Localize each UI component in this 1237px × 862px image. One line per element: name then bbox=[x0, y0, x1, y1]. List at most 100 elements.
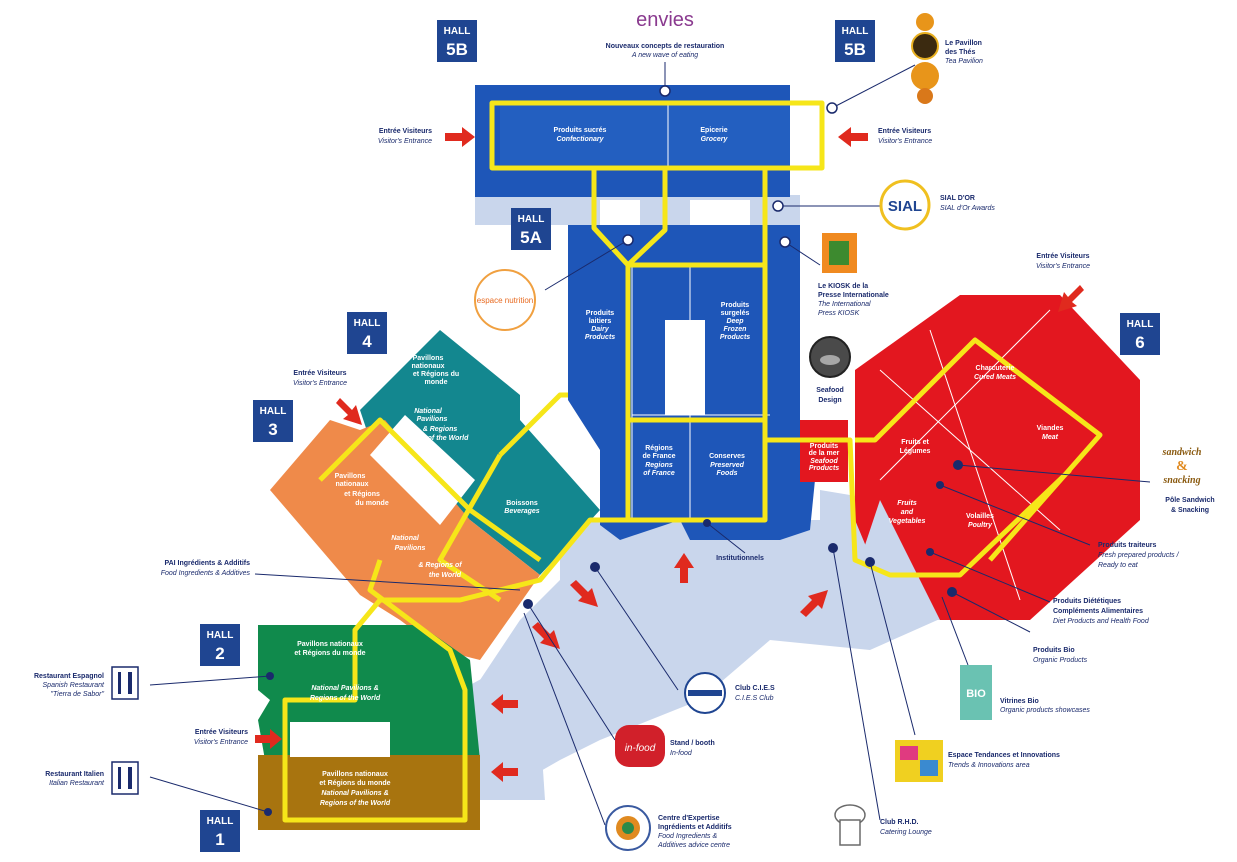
svg-text:Produits Diététiques: Produits Diététiques bbox=[1053, 598, 1121, 605]
zone-dairy-en2: Products bbox=[585, 334, 615, 341]
zone-dairy-fr2: laitiers bbox=[589, 318, 612, 325]
zone-h4-fr3: et Régions du bbox=[413, 371, 459, 378]
svg-text:Club R.H.D.: Club R.H.D. bbox=[880, 819, 919, 826]
zone-seafood-en1: Seafood bbox=[810, 458, 838, 465]
zone-regions-en1: Regions bbox=[645, 462, 673, 469]
zone-fruits-fr2: Légumes bbox=[900, 448, 931, 455]
svg-text:Stand / booth: Stand / booth bbox=[670, 740, 715, 747]
zone-fruits-fr1: Fruits et bbox=[901, 439, 929, 446]
zone-preserved-en1: Preserved bbox=[710, 462, 745, 469]
zone-h2-fr1: Pavillons nationaux bbox=[297, 641, 363, 648]
envies-concept-fr: Nouveaux concepts de restauration bbox=[606, 43, 725, 50]
zone-poultry-en: Poultry bbox=[968, 522, 993, 529]
zone-h4-en2: Pavilions bbox=[417, 416, 448, 423]
hall-5b-right-badge: HALL 5B bbox=[835, 20, 875, 62]
hall-5a-badge: HALL 5A bbox=[511, 208, 551, 250]
zone-fruits-en2: and bbox=[901, 509, 914, 516]
svg-text:Produits traiteurs: Produits traiteurs bbox=[1098, 542, 1156, 549]
svg-text:Compléments Alimentaires: Compléments Alimentaires bbox=[1053, 608, 1143, 615]
hall-2-badge: HALL 2 bbox=[200, 624, 240, 666]
zone-h1-fr2: et Régions du monde bbox=[319, 780, 390, 787]
svg-text:snacking: snacking bbox=[1162, 475, 1200, 486]
svg-text:Ready to eat: Ready to eat bbox=[1098, 562, 1139, 569]
hall-6-badge: HALL 6 bbox=[1120, 313, 1160, 355]
hall-badges: HALL 5B HALL 5B HALL 5A HALL 4 HALL 3 HA… bbox=[200, 20, 1160, 852]
svg-text:Additives advice centre: Additives advice centre bbox=[657, 842, 730, 849]
zone-h1-en2: Regions of the World bbox=[320, 800, 391, 807]
left-callouts: PAI Ingrédients & Additifs Food Ingredie… bbox=[34, 560, 250, 795]
zone-beverages-fr: Boissons bbox=[506, 500, 538, 507]
svg-text:Trends & Innovations area: Trends & Innovations area bbox=[948, 762, 1030, 769]
envies-logo: envies bbox=[636, 9, 694, 31]
zone-frozen-en3: Products bbox=[720, 334, 750, 341]
svg-text:Pôle Sandwich: Pôle Sandwich bbox=[1165, 497, 1214, 504]
svg-text:HALL: HALL bbox=[207, 816, 234, 827]
zone-meat-fr: Viandes bbox=[1037, 425, 1064, 432]
arrow-icon bbox=[570, 580, 598, 607]
zone-h4-en1: National bbox=[414, 408, 443, 415]
svg-text:6: 6 bbox=[1135, 333, 1144, 352]
in-food-logo: in-food bbox=[615, 725, 665, 767]
svg-text:Fresh prepared products /: Fresh prepared products / bbox=[1098, 552, 1180, 559]
svg-text:Visitor's Entrance: Visitor's Entrance bbox=[378, 138, 432, 145]
zone-frozen-en1: Deep bbox=[726, 318, 744, 325]
zone-seafood-fr1: Produits bbox=[810, 443, 838, 450]
svg-text:1: 1 bbox=[215, 830, 224, 849]
zone-h3-en1: National bbox=[391, 535, 420, 542]
svg-text:Catering Lounge: Catering Lounge bbox=[880, 829, 932, 836]
hall-1-badge: HALL 1 bbox=[200, 810, 240, 852]
svg-text:Organic products showcases: Organic products showcases bbox=[1000, 707, 1090, 714]
fork-knife-icon bbox=[111, 666, 139, 700]
zone-seafood-en2: Products bbox=[809, 465, 839, 472]
svg-text:des Thés: des Thés bbox=[945, 49, 975, 56]
svg-text:Club C.I.E.S: Club C.I.E.S bbox=[735, 685, 775, 692]
espace-nutrition-callout: espace nutrition bbox=[474, 269, 536, 331]
hall-3-area bbox=[270, 415, 540, 660]
zone-frozen-fr2: surgelés bbox=[721, 310, 750, 317]
leader-lines bbox=[149, 62, 1151, 826]
svg-text:BIO: BIO bbox=[966, 688, 986, 700]
zone-h4-fr2: nationaux bbox=[411, 363, 444, 370]
arrow-icon bbox=[838, 127, 868, 147]
zone-institutional: Institutionnels bbox=[716, 555, 764, 562]
zone-h4-fr1: Pavillons bbox=[413, 355, 444, 362]
envies-callout: envies Nouveaux concepts de restauration… bbox=[606, 9, 725, 59]
svg-text:HALL: HALL bbox=[842, 26, 869, 37]
svg-text:5A: 5A bbox=[520, 228, 542, 247]
svg-text:2: 2 bbox=[215, 644, 224, 663]
zone-fruits-en1: Fruits bbox=[897, 500, 917, 507]
arrow-icon bbox=[445, 127, 475, 147]
zone-h4-en3: & Regions bbox=[423, 426, 458, 433]
hall-4-badge: HALL 4 bbox=[347, 312, 387, 354]
espace-nutrition-logo: espace nutrition bbox=[477, 296, 533, 305]
zone-h3-fr3: et Régions bbox=[344, 491, 380, 498]
zone-preserved-en2: Foods bbox=[717, 470, 738, 477]
svg-text:Centre d'Expertise: Centre d'Expertise bbox=[658, 815, 720, 822]
svg-text:PAI Ingrédients & Additifs: PAI Ingrédients & Additifs bbox=[164, 560, 250, 567]
svg-text:Visitor's Entrance: Visitor's Entrance bbox=[194, 739, 248, 746]
svg-text:Entrée Visiteurs: Entrée Visiteurs bbox=[1036, 253, 1089, 260]
arrow-icon bbox=[336, 398, 362, 425]
svg-text:HALL: HALL bbox=[518, 214, 545, 225]
svg-text:Le Pavillon: Le Pavillon bbox=[945, 40, 982, 47]
svg-text:In-food: In-food bbox=[670, 750, 693, 757]
sandwich-callout: sandwich & snacking Pôle Sandwich & Snac… bbox=[1162, 447, 1215, 514]
svg-text:Restaurant Italien: Restaurant Italien bbox=[45, 771, 104, 778]
svg-text:SIAL d'Or Awards: SIAL d'Or Awards bbox=[940, 205, 995, 212]
zone-h3-fr2: nationaux bbox=[335, 481, 368, 488]
svg-text:HALL: HALL bbox=[260, 406, 287, 417]
svg-text:Visitor's Entrance: Visitor's Entrance bbox=[293, 380, 347, 387]
svg-text:HALL: HALL bbox=[1127, 319, 1154, 330]
svg-text:Ingrédients et Additifs: Ingrédients et Additifs bbox=[658, 824, 732, 831]
hall-3-badge: HALL 3 bbox=[253, 400, 293, 442]
svg-text:Seafood: Seafood bbox=[816, 387, 844, 394]
hall-5b-area bbox=[475, 85, 825, 197]
svg-text:Spanish Restaurant: Spanish Restaurant bbox=[43, 682, 106, 689]
zone-h3-en2: Pavilions bbox=[395, 545, 426, 552]
svg-text:5B: 5B bbox=[446, 40, 468, 59]
svg-text:Presse Internationale: Presse Internationale bbox=[818, 292, 889, 299]
svg-text:Entrée Visiteurs: Entrée Visiteurs bbox=[293, 370, 346, 377]
envies-concept-en: A new wave of eating bbox=[631, 52, 698, 59]
svg-text:Le KIOSK de la: Le KIOSK de la bbox=[818, 283, 868, 290]
